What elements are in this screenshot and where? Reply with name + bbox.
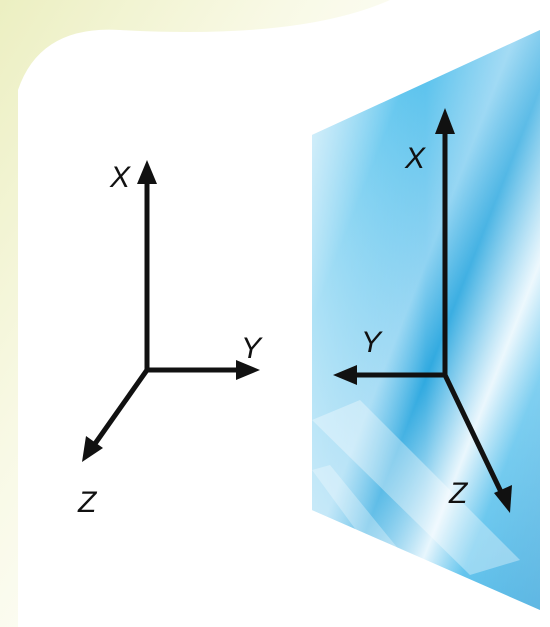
- left-coordinate-frame: X Y Z: [77, 160, 263, 519]
- mirror-y-arrowhead: [333, 365, 357, 385]
- mirror-x-arrowhead: [435, 108, 455, 134]
- mirror-coordinate-frame: X Y Z: [333, 108, 512, 513]
- mirror-plane: [312, 30, 540, 610]
- mirror-y-label: Y: [361, 326, 383, 359]
- left-z-arrowhead: [82, 436, 103, 462]
- mirror-z-axis: [442, 373, 505, 496]
- left-y-label: Y: [241, 332, 263, 365]
- left-z-label: Z: [77, 486, 98, 519]
- left-x-label: X: [109, 161, 131, 194]
- left-z-axis: [89, 368, 150, 450]
- left-x-arrowhead: [137, 160, 157, 184]
- mirror-x-label: X: [404, 142, 426, 175]
- mirror-z-arrowhead: [494, 485, 512, 513]
- left-y-arrowhead: [236, 360, 260, 380]
- mirror-z-label: Z: [448, 477, 469, 510]
